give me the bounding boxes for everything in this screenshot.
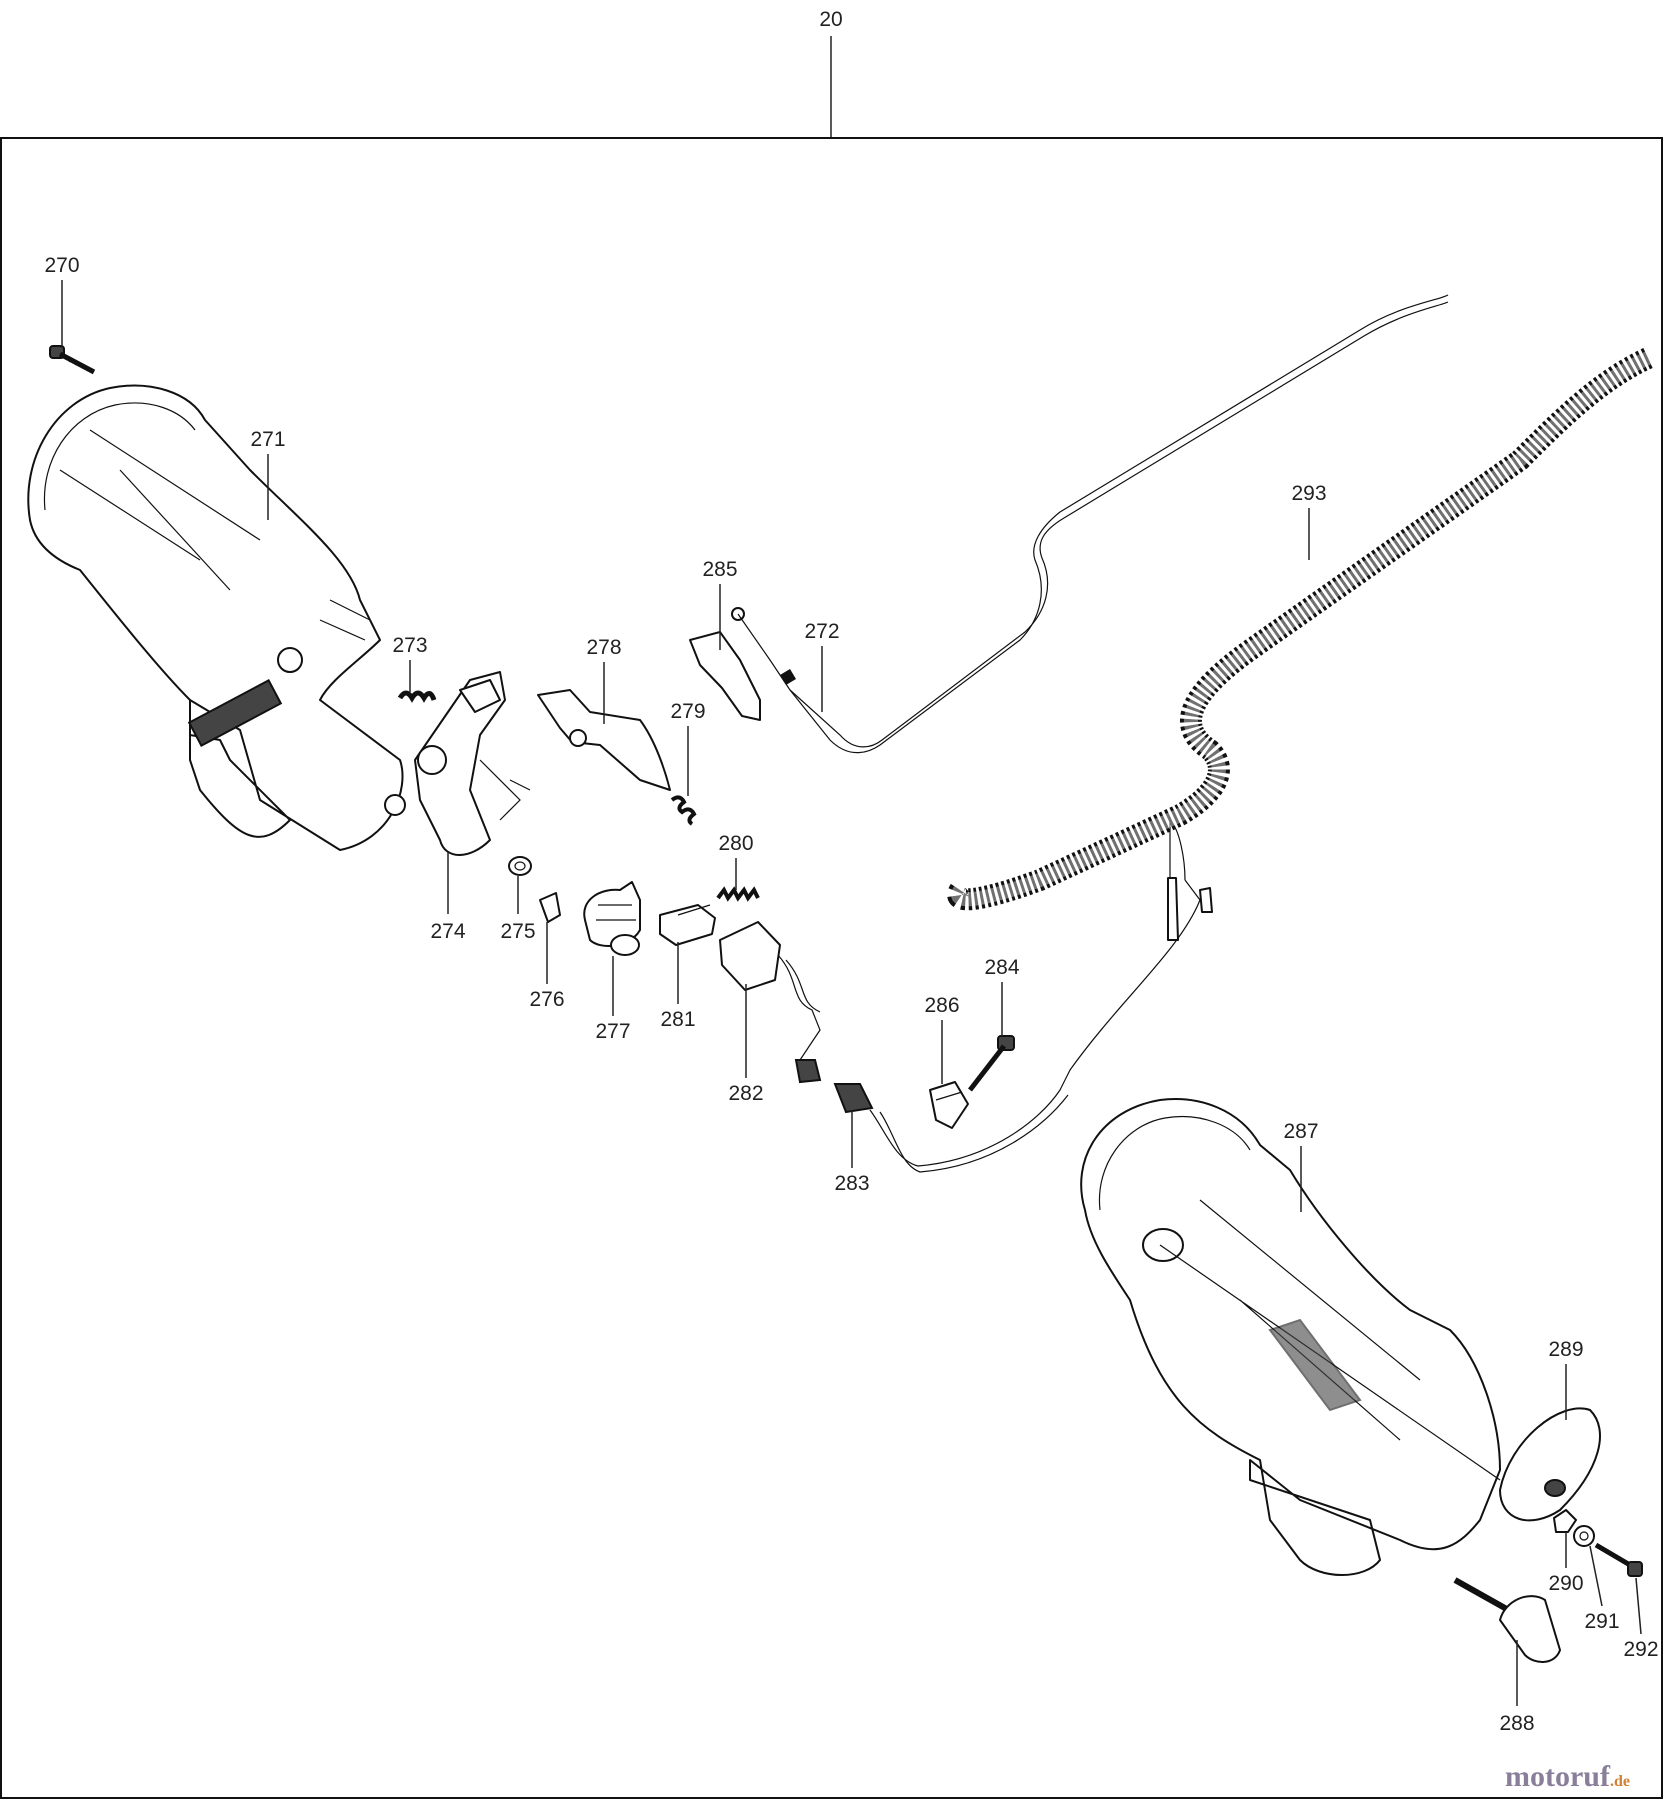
part-293-conduit [947, 348, 1653, 911]
callout-label-292: 292 [1623, 1638, 1658, 1661]
svg-text:motoruf.de: motoruf.de [1505, 1760, 1630, 1793]
watermark-brand: motoruf [1505, 1760, 1611, 1793]
part-272-throttle-cable [737, 294, 1449, 754]
part-290-nut [1553, 1509, 1577, 1533]
callout-279: 279 [670, 700, 706, 796]
callout-label-280: 280 [718, 832, 753, 855]
callout-label-281: 281 [660, 1008, 695, 1031]
callout-272: 272 [804, 620, 840, 712]
callout-label-286: 286 [924, 994, 959, 1017]
callout-label-273: 273 [392, 634, 427, 657]
part-286-clamp [929, 1081, 969, 1129]
part-279-spring [670, 795, 697, 826]
callout-label-289: 289 [1548, 1338, 1583, 1361]
callout-287: 287 [1283, 1120, 1319, 1212]
callout-278: 278 [586, 636, 622, 724]
part-288-knob-bolt [1453, 1577, 1561, 1663]
callout-273: 273 [392, 634, 428, 692]
callout-284: 284 [984, 956, 1020, 1036]
callout-label-284: 284 [984, 956, 1019, 979]
callouts: 270 271 272 273 274 275 276 277 278 279 … [44, 254, 1658, 1735]
assembly-header: 20 [819, 8, 843, 138]
callout-label-293: 293 [1291, 482, 1326, 505]
callout-label-277: 277 [595, 1020, 630, 1043]
callout-285: 285 [702, 558, 738, 650]
callout-label-287: 287 [1283, 1120, 1318, 1143]
assembly-frame [0, 137, 1663, 1799]
callout-286: 286 [924, 994, 960, 1084]
part-278-lock-lever [537, 689, 671, 791]
callout-label-271: 271 [250, 428, 285, 451]
part-292-screw [1594, 1542, 1643, 1577]
watermark-suffix: .de [1610, 1773, 1630, 1790]
callout-271: 271 [250, 428, 286, 520]
callout-label-274: 274 [430, 920, 465, 943]
motoruf-watermark: motoruf.de [1505, 1760, 1630, 1793]
callout-291: 291 [1584, 1545, 1620, 1633]
part-271-handle-left-half [27, 384, 406, 851]
assembly-number: 20 [819, 8, 842, 31]
callout-281: 281 [660, 942, 696, 1031]
part-282-switch-module [719, 921, 822, 1084]
part-287-handle-right-half [1080, 1098, 1501, 1576]
callout-290: 290 [1548, 1532, 1584, 1595]
callout-label-276: 276 [529, 988, 564, 1011]
callout-270: 270 [44, 254, 80, 348]
callout-283: 283 [834, 1110, 870, 1195]
callout-277: 277 [595, 956, 631, 1043]
part-274-trigger [414, 671, 531, 856]
part-281-switch-cap [659, 904, 716, 946]
callout-293: 293 [1291, 482, 1327, 560]
part-291-washer [1573, 1525, 1595, 1547]
callout-label-272: 272 [804, 620, 839, 643]
callout-label-278: 278 [586, 636, 621, 659]
callout-280: 280 [718, 832, 754, 890]
callout-276: 276 [529, 922, 565, 1011]
callout-288: 288 [1499, 1640, 1535, 1735]
part-270-screw [49, 345, 96, 375]
callout-label-270: 270 [44, 254, 79, 277]
callout-label-291: 291 [1584, 1610, 1619, 1633]
callout-label-285: 285 [702, 558, 737, 581]
part-275-bushing [508, 856, 532, 876]
callout-label-283: 283 [834, 1172, 869, 1195]
callout-label-275: 275 [500, 920, 535, 943]
part-289-cover [1499, 1407, 1601, 1522]
callout-label-282: 282 [728, 1082, 763, 1105]
callout-289: 289 [1548, 1338, 1584, 1420]
callout-274: 274 [430, 852, 466, 943]
part-273-spring [397, 690, 437, 703]
callout-label-290: 290 [1548, 1572, 1583, 1595]
part-277-switch [583, 881, 641, 956]
callout-label-279: 279 [670, 700, 705, 723]
part-285-clamp [689, 607, 761, 721]
part-283-connector-wire [833, 818, 1213, 1173]
part-280-spring [716, 886, 760, 902]
callout-275: 275 [500, 876, 536, 943]
callout-282: 282 [728, 984, 764, 1105]
part-276-clip [539, 892, 561, 923]
part-284-screw [968, 1035, 1015, 1092]
callout-label-288: 288 [1499, 1712, 1534, 1735]
callout-292: 292 [1623, 1577, 1659, 1661]
